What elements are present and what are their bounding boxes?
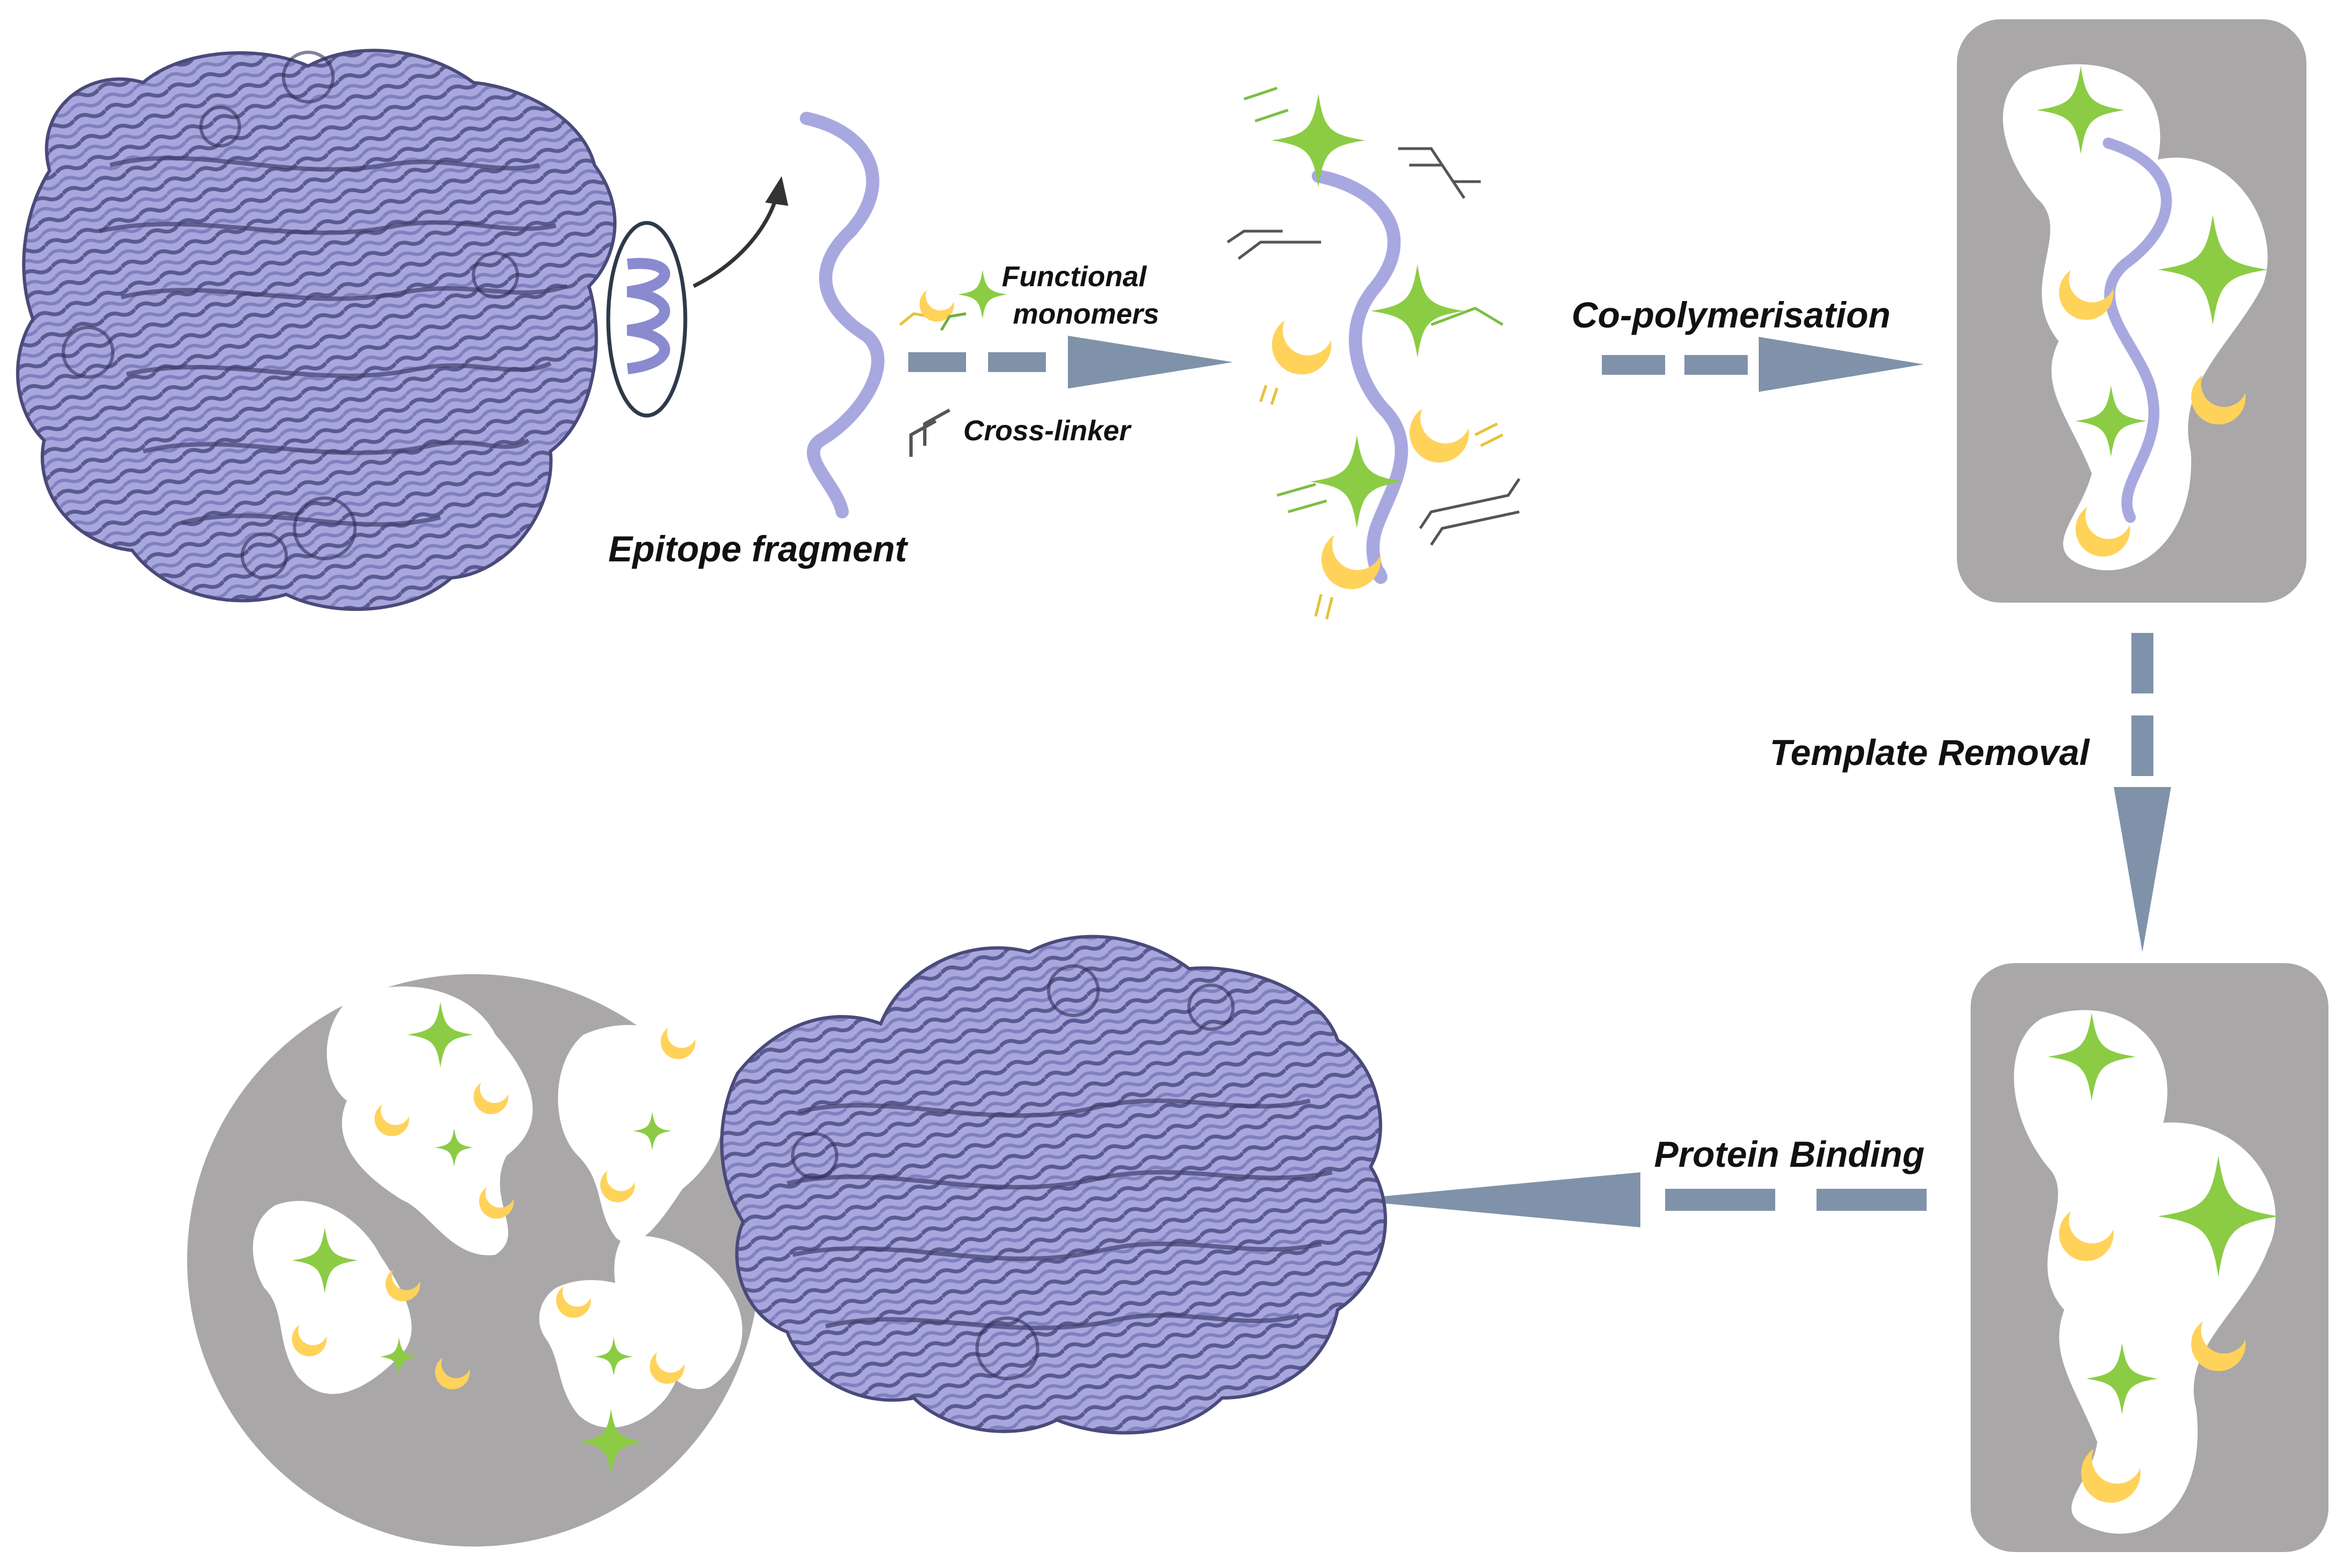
functional-monomers-label-1: Functional xyxy=(1002,261,1147,293)
process-arrow-1 xyxy=(908,336,1233,389)
process-arrow-4 xyxy=(1346,1172,1927,1227)
selected-epitope-ellipse xyxy=(606,221,688,418)
protein-binding-label: Protein Binding xyxy=(1654,1134,1924,1174)
mip-with-template xyxy=(1957,19,2306,603)
mip-cavity-empty xyxy=(1971,963,2328,1552)
copolymerisation-label: Co-polymerisation xyxy=(1572,294,1890,335)
template-removal-label: Template Removal xyxy=(1770,732,2090,773)
bound-protein-structure-icon xyxy=(720,935,1387,1435)
mip-nanoparticle xyxy=(187,974,760,1547)
functional-monomers-label-2: monomers xyxy=(1013,298,1159,330)
epitope-fragment-strand xyxy=(800,112,885,518)
pre-polymerisation-complex xyxy=(1226,86,1521,620)
crosslinker-legend-icon xyxy=(909,408,951,457)
functional-monomer-legend-icon xyxy=(899,270,1007,331)
crosslinker-label: Cross-linker xyxy=(963,415,1132,447)
curved-arrow-icon xyxy=(692,176,788,288)
epitope-fragment-label: Epitope fragment xyxy=(608,528,909,569)
protein-structure-icon xyxy=(16,48,617,611)
process-arrow-3 xyxy=(2114,633,2171,952)
process-arrow-2 xyxy=(1602,337,1924,392)
